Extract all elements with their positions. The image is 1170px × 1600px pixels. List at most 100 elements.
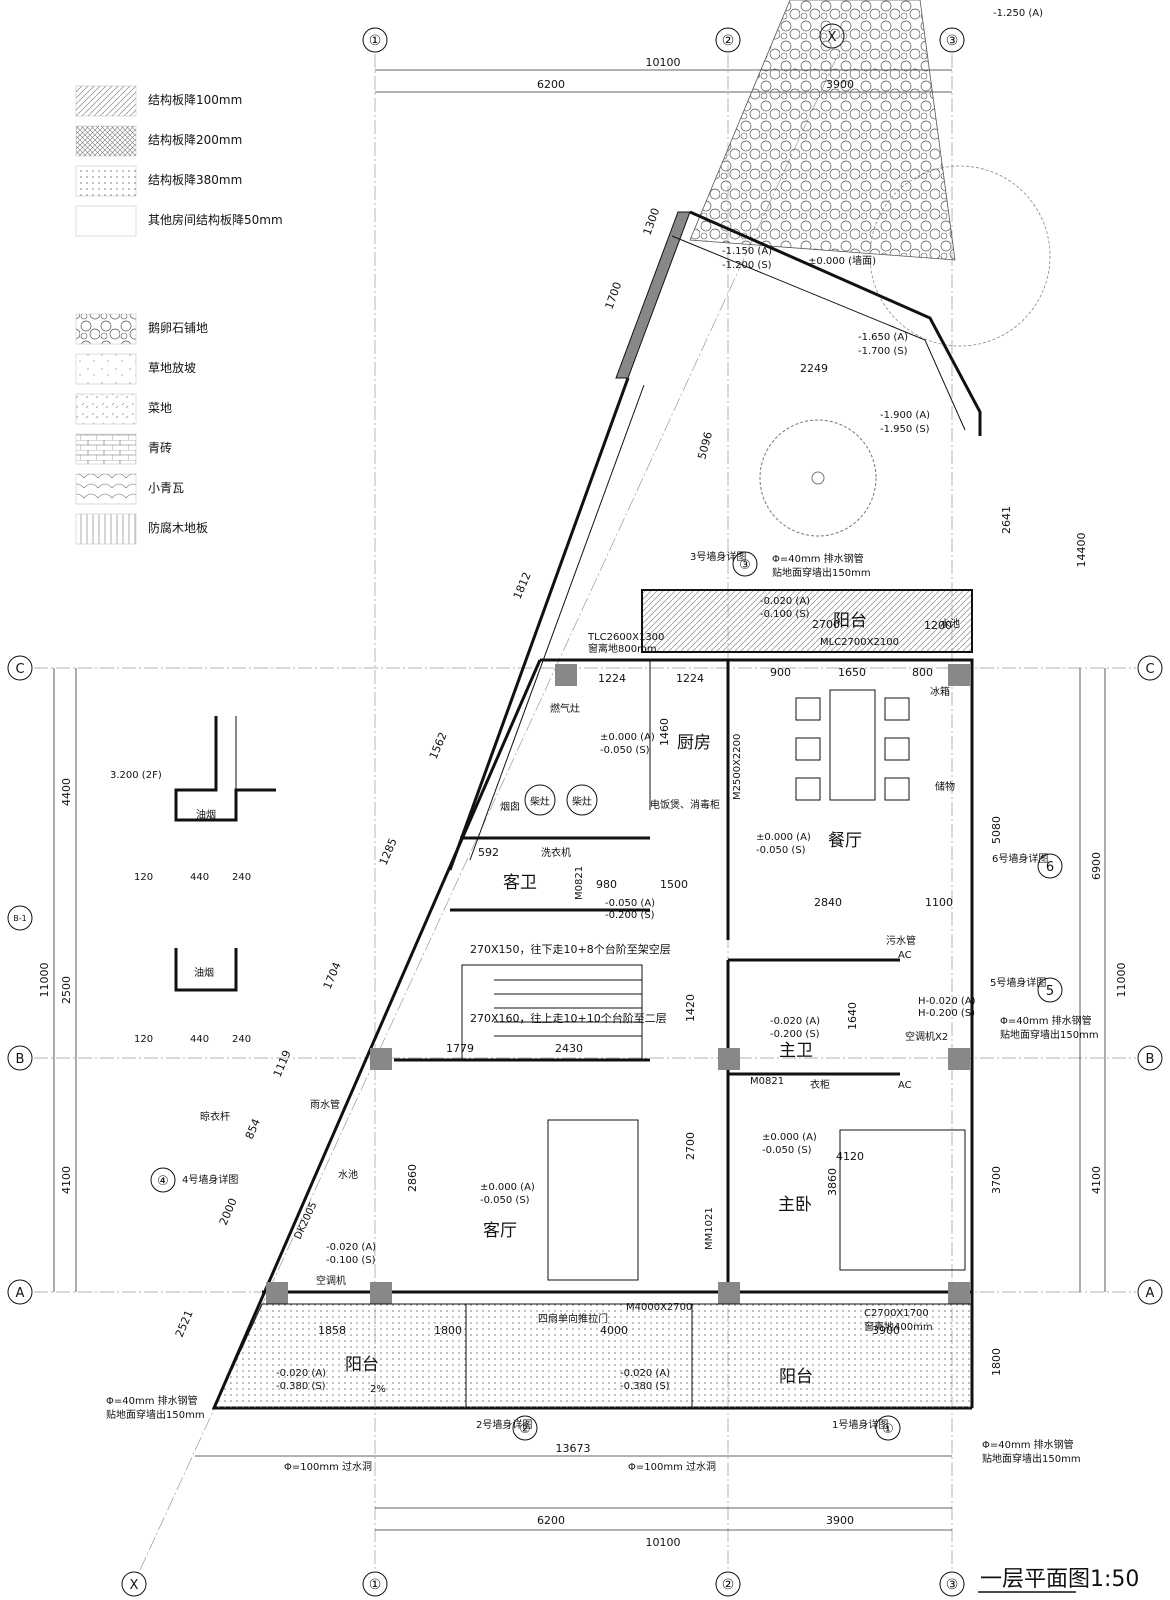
dim-d3: 1812 xyxy=(511,570,534,601)
level-ac-top: H-0.020 (A) xyxy=(918,996,976,1007)
level-a3s: -1.700 (S) xyxy=(858,346,908,357)
dim-k6: 1650 xyxy=(838,666,866,679)
dining-table xyxy=(829,689,876,801)
legend: 结构板降100mm 结构板降200mm 结构板降380mm 其他房间结构板降50… xyxy=(75,85,283,545)
level-top: -1.250 (A) xyxy=(993,8,1043,19)
axis-bubble-right-b xyxy=(1137,1045,1163,1071)
dim-k4: 1224 xyxy=(676,672,704,685)
dim-b1: 1779 xyxy=(446,1042,474,1055)
axis-label-right-6: 6 xyxy=(1046,860,1054,875)
room-kitchen: 厨房 xyxy=(677,733,711,753)
room-balcony-right: 阳台 xyxy=(779,1367,813,1387)
dim-top-total: 10100 xyxy=(646,56,681,69)
stairs: 270X150，往下走10+8个台阶至架空层 270X160，往上走10+10个… xyxy=(446,942,671,1061)
column-4 xyxy=(948,1048,970,1070)
dimension-labels: 10100 6200 3900 6200 3900 10100 13673 11… xyxy=(38,56,1128,1549)
level-dining-s: -0.050 (S) xyxy=(756,845,806,856)
note-pipe1: Φ=40mm 排水钢管 xyxy=(772,552,864,565)
level-a4s: -1.950 (S) xyxy=(880,424,930,435)
note-rainpipe: 雨水管 xyxy=(310,1098,340,1111)
wall-west-south xyxy=(211,659,972,1410)
note-stairs-down: 270X150，往下走10+8个台阶至架空层 xyxy=(470,942,671,956)
note-detail6: 6号墙身详图 xyxy=(992,852,1048,865)
dim-k7: 800 xyxy=(912,666,933,679)
section1-dim-3: 240 xyxy=(232,872,251,883)
room-ac-unit: 空调机 xyxy=(316,1274,346,1287)
legend-swatch-9 xyxy=(75,473,137,505)
note-win-mlc: MLC2700X2100 xyxy=(820,637,899,648)
note-win-c1b: 窗离地400mm xyxy=(864,1320,933,1333)
level-a4: -1.900 (A) xyxy=(880,410,930,421)
note-win-tlc: TLC2600X1300 xyxy=(587,632,664,643)
room-dining: 餐厅 xyxy=(828,831,862,851)
master-bedroom: 主卧 ±0.000 (A) -0.050 (S) 4120 3860 2700 … xyxy=(684,1129,966,1271)
axis-label-right-5: 5 xyxy=(1046,984,1054,999)
stove-1 xyxy=(524,784,556,816)
axis-label-top-3: ③ xyxy=(946,33,959,49)
note-win-c1: C2700X1700 xyxy=(864,1308,929,1319)
detail-bubble-2 xyxy=(512,1415,538,1441)
level-balc-left-s: -0.380 (S) xyxy=(276,1381,326,1392)
dim-k12: 980 xyxy=(596,878,617,891)
dim-bottom-total: 10100 xyxy=(646,1536,681,1549)
dim-bottom-diag: 13673 xyxy=(556,1442,591,1455)
room-range: 燃气灶 xyxy=(550,702,580,715)
wall-upper-inner xyxy=(671,235,966,431)
room-balcony-left: 阳台 xyxy=(345,1355,379,1375)
detail-bubble-3-label: ③ xyxy=(739,558,751,573)
dim-k10: 1100 xyxy=(925,896,953,909)
room-wardrobe: 衣柜 xyxy=(810,1078,830,1091)
legend-label-10: 防腐木地板 xyxy=(148,520,208,535)
level-living: ±0.000 (A) xyxy=(480,1182,535,1193)
bed xyxy=(839,1129,966,1271)
detail-bubble-1 xyxy=(875,1415,901,1441)
room-master-bed: 主卧 xyxy=(778,1195,812,1215)
dim-d1: 5096 xyxy=(695,430,715,460)
axis-bubble-bottom-1 xyxy=(362,1571,388,1597)
column-1 xyxy=(555,664,577,686)
dim-right-d: 3700 xyxy=(990,1166,1003,1194)
axis-label-left-b1: B-1 xyxy=(13,914,26,923)
axis-bubble-bottom-2 xyxy=(715,1571,741,1597)
legend-label-5: 鹅卵石铺地 xyxy=(148,321,208,335)
axis-label-left-a: A xyxy=(16,1286,25,1301)
room-storage: 储物 xyxy=(935,780,955,793)
axis-label-right-c: C xyxy=(1145,662,1154,677)
axis-label-top-1: ① xyxy=(369,33,382,49)
legend-swatch-10 xyxy=(75,513,137,545)
legend-label-7: 菜地 xyxy=(148,401,172,415)
dim-d5: 1704 xyxy=(321,960,344,991)
title-text: 一层平面图 xyxy=(980,1567,1090,1592)
level-master-wc-s: -0.200 (S) xyxy=(770,1029,820,1040)
balcony-top: 阳台 水池 -0.020 (A) -0.100 (S) 2700 1200 3号… xyxy=(587,550,973,655)
dim-right-c: 5080 xyxy=(990,816,1003,844)
axis-bubbles: ① ② ③ X ① ② ③ X C B-1 B A C 6 5 B A ③ xyxy=(7,23,1163,1597)
dim-d2: 2249 xyxy=(800,362,828,375)
room-ac-units: 空调机X2 xyxy=(905,1030,948,1043)
note-pipe4b: 贴地面穿墙出150mm xyxy=(982,1452,1081,1465)
dim-right-total: 11000 xyxy=(1115,963,1128,998)
note-door-m1: M4000X2700 xyxy=(626,1302,692,1313)
legend-label-4: 其他房间结构板降50mm xyxy=(148,212,283,227)
note-detail2: 2号墙身详图 xyxy=(476,1418,532,1431)
dim-b6: 4120 xyxy=(836,1150,864,1163)
detail-bubble-2-label: ② xyxy=(519,1422,531,1437)
detail-bubble-4-label: ④ xyxy=(157,1174,169,1189)
note-door-m1b: 四扇单向推拉门 xyxy=(538,1312,608,1325)
wall-diag-mid xyxy=(448,377,630,871)
dim-b5: 2700 xyxy=(684,1132,697,1160)
column-2 xyxy=(948,664,970,686)
dim-left-c: 4100 xyxy=(60,1166,73,1194)
dim-d6: 2000 xyxy=(217,1196,240,1227)
south-balconies: 阳台 阳台 -0.020 (A) -0.380 (S) -0.020 (A) -… xyxy=(106,1302,1081,1473)
dim-right-a: 6900 xyxy=(1090,852,1103,880)
dim-p5: 2860 xyxy=(406,1164,419,1192)
detail-bubble-4 xyxy=(150,1167,176,1193)
legend-label-6: 草地放坡 xyxy=(148,360,196,375)
column-8 xyxy=(370,1282,392,1304)
axis-label-bottom-x: X xyxy=(130,1578,139,1593)
axis-bubble-right-6 xyxy=(1037,853,1063,879)
level-dining: ±0.000 (A) xyxy=(756,832,811,843)
legend-label-1: 结构板降100mm xyxy=(148,92,242,107)
balcony-top-area xyxy=(641,589,973,653)
